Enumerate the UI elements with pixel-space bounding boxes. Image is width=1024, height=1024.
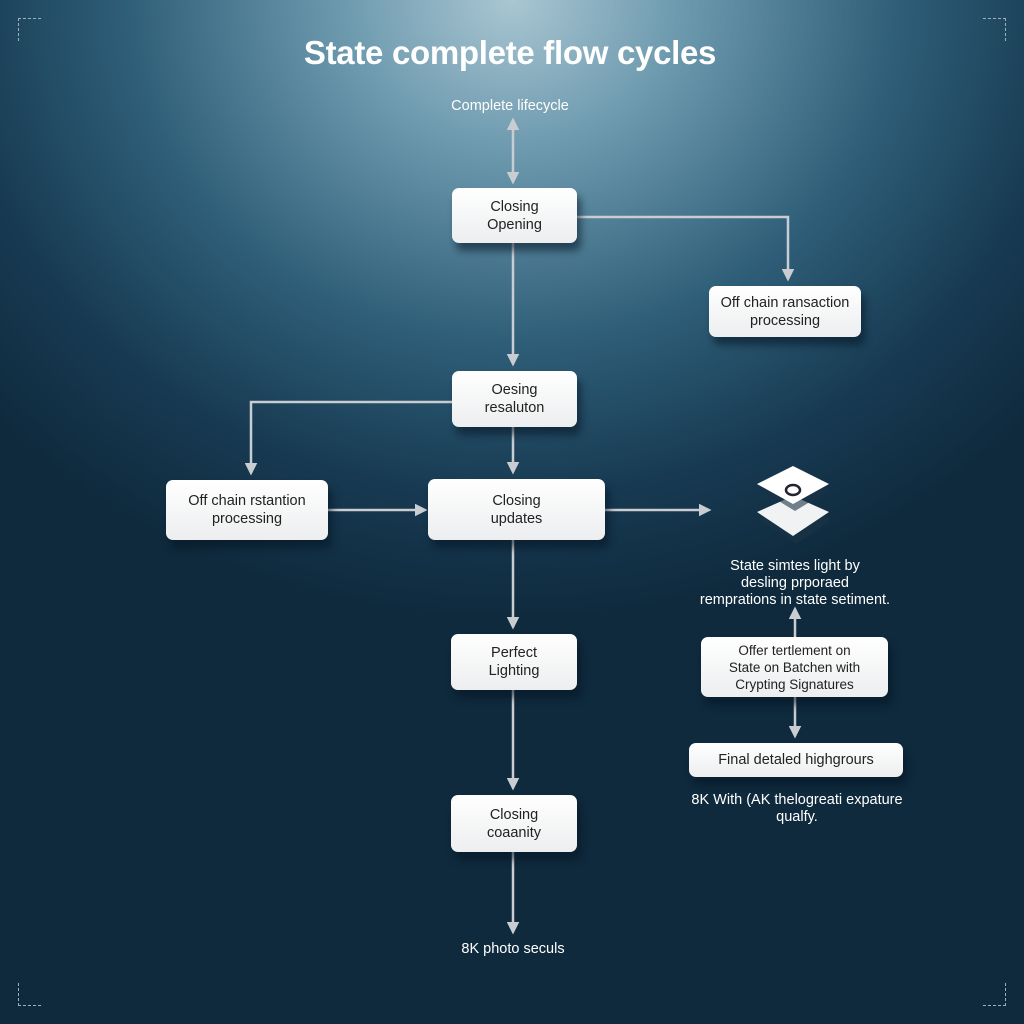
- node-label: resaluton: [484, 400, 545, 416]
- node-label: Off chain rstantion: [188, 493, 306, 509]
- page-title: State complete flow cycles: [303, 34, 717, 71]
- text-line: qualfy.: [776, 809, 818, 825]
- layers-stack-icon: [757, 466, 832, 544]
- node-perfect-lighting[interactable]: Perfect Lighting: [451, 634, 577, 690]
- node-label: updates: [490, 510, 543, 527]
- node-closing-updates[interactable]: Closing updates: [428, 479, 605, 540]
- node-label: Crypting Signatures: [735, 676, 854, 692]
- text-line: remprations in state setiment.: [699, 592, 891, 608]
- node-offer-settlement[interactable]: Offer tertlement on State on Batchen wit…: [701, 637, 888, 697]
- node-label: Perfect: [491, 645, 537, 661]
- arrow: [577, 215, 795, 282]
- node-label: Closing: [489, 806, 539, 823]
- corner-bracket: [18, 18, 41, 41]
- quality-description: 8K With (AK thelogreati expature qualfy.: [691, 792, 902, 826]
- node-label: Final detaled highgrours: [718, 752, 874, 768]
- corner-bracket: [983, 18, 1006, 41]
- node-label: processing: [211, 511, 283, 527]
- state-description: State simtes light by desling prporaed r…: [700, 558, 890, 609]
- node-offchain-transaction[interactable]: Off chain ransaction processing: [709, 286, 861, 337]
- node-label: Closing: [492, 492, 541, 509]
- node-label: Off chain ransaction: [720, 294, 850, 311]
- text-line: desling prporaed: [740, 575, 850, 591]
- node-offchain-rstantion[interactable]: Off chain rstantion processing: [166, 480, 328, 540]
- arrow: [244, 400, 452, 476]
- node-label: Lighting: [488, 663, 540, 679]
- node-label: processing: [749, 312, 821, 329]
- node-closing-opening[interactable]: Closing Opening: [452, 188, 577, 243]
- node-label: coaanity: [486, 824, 541, 841]
- text-line: State simtes light by: [730, 558, 860, 574]
- node-final[interactable]: Final detaled highgrours: [689, 743, 903, 777]
- node-label: Closing: [490, 198, 539, 215]
- node-oesing-resaluton[interactable]: Oesing resaluton: [452, 371, 577, 427]
- node-closing-coaanity[interactable]: Closing coaanity: [451, 795, 577, 852]
- corner-bracket: [18, 983, 41, 1006]
- text-line: 8K With (AK thelogreati expature: [691, 792, 903, 808]
- node-label: State on Batchen with: [728, 659, 861, 675]
- top-label: Complete lifecycle: [451, 98, 569, 114]
- node-label: Opening: [487, 216, 542, 233]
- corner-bracket: [983, 983, 1006, 1006]
- bottom-label: 8K photo seculs: [461, 941, 565, 957]
- node-label: Oesing: [491, 382, 538, 398]
- node-label: Offer tertlement on: [738, 642, 851, 658]
